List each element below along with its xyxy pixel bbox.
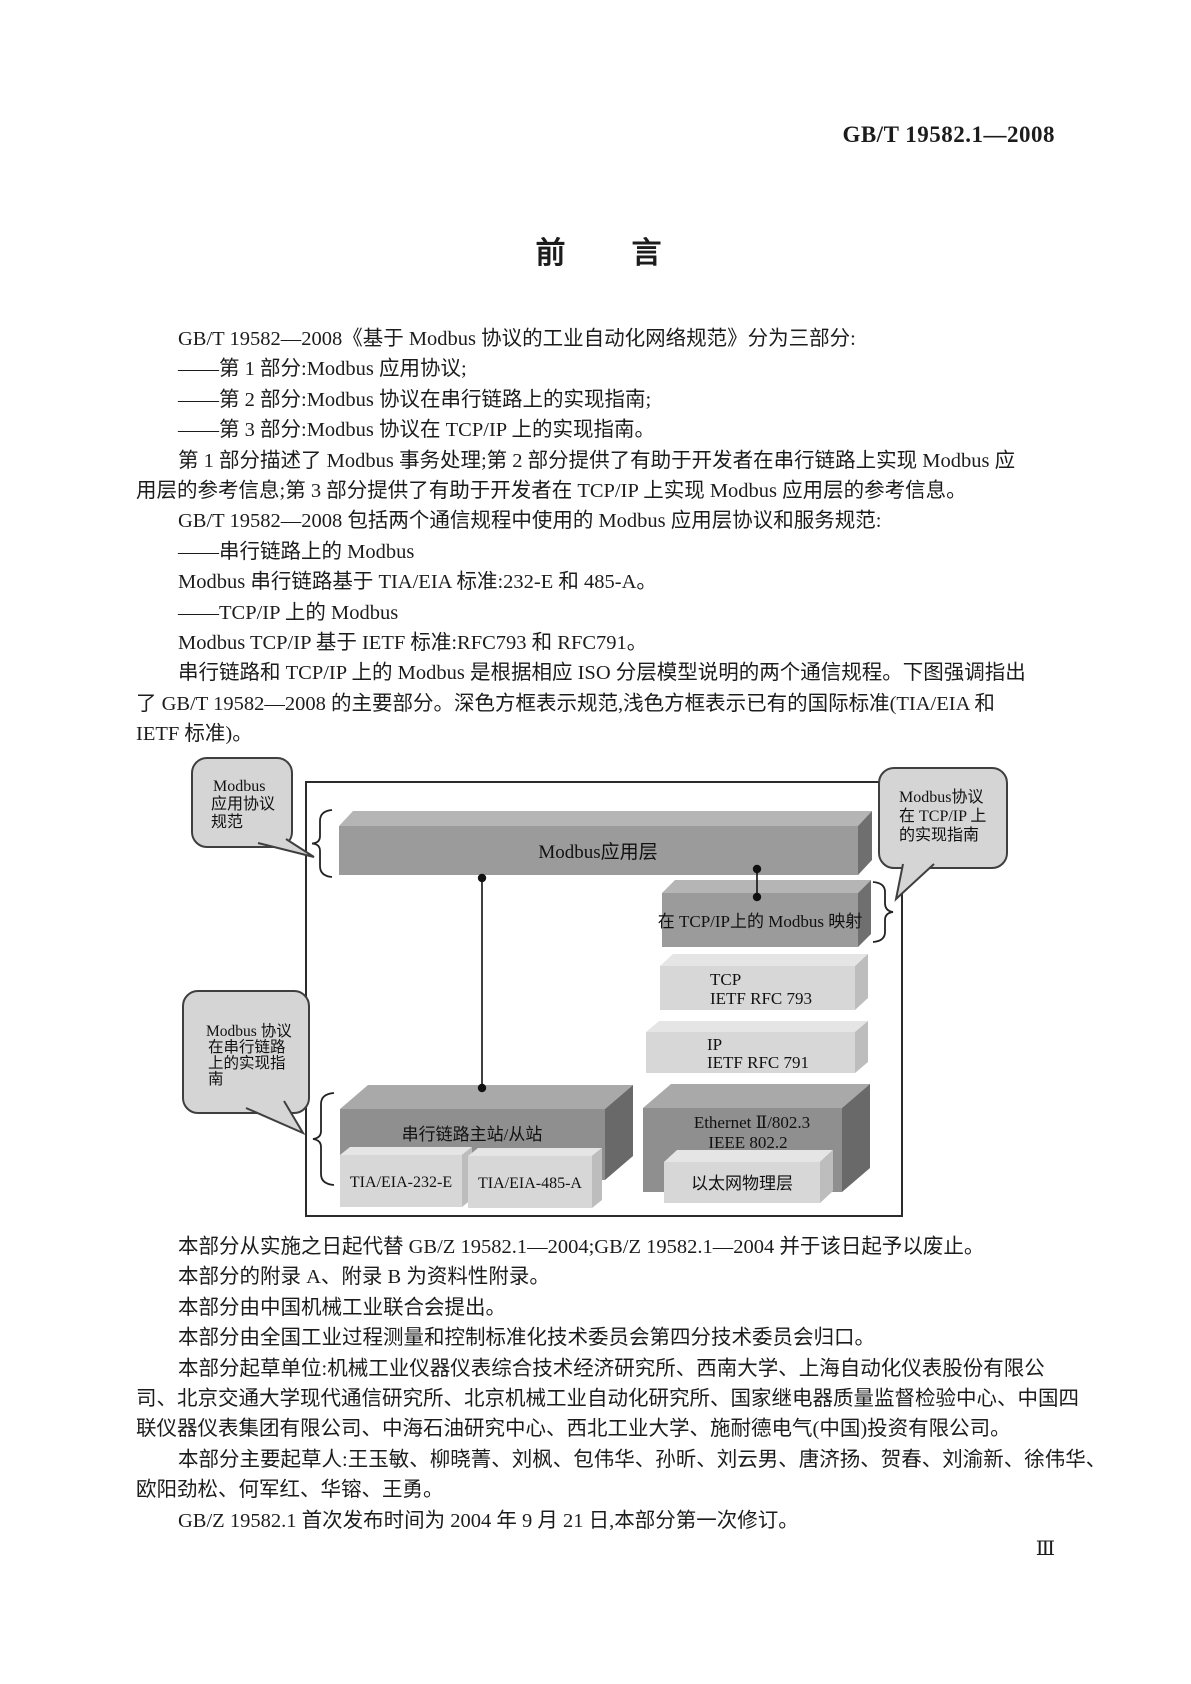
box-ip: IP IETF RFC 791 — [646, 1021, 868, 1073]
box-label: Modbus应用层 — [538, 841, 657, 863]
text-line: Modbus 串行链路基于 TIA/EIA 标准:232-E 和 485-A。 — [178, 571, 657, 594]
text-line: 第 1 部分描述了 Modbus 事务处理;第 2 部分提供了有助于开发者在串行… — [178, 449, 1016, 472]
callout-text: 的实现指南 — [899, 826, 979, 844]
box-label: Ethernet Ⅱ/802.3 — [694, 1113, 810, 1132]
callout-text: 上的实现指 — [208, 1054, 286, 1072]
text-line: 本部分主要起草人:王玉敏、柳晓菁、刘枫、包伟华、孙昕、刘云男、唐济扬、贺春、刘渝… — [178, 1448, 1107, 1471]
box-tia-485: TIA/EIA-485-A — [468, 1148, 602, 1208]
text-line: 本部分由中国机械工业联合会提出。 — [178, 1296, 506, 1319]
text-line: 用层的参考信息;第 3 部分提供了有助于开发者在 TCP/IP 上实现 Modb… — [136, 479, 967, 502]
callout-modbus-serial-guide: Modbus 协议 在串行链路 上的实现指 南 — [182, 990, 310, 1136]
brace-app-layer — [311, 809, 333, 878]
text-line: GB/T 19582—2008 包括两个通信规程中使用的 Modbus 应用层协… — [178, 510, 882, 533]
brace-tcp-mapping — [872, 881, 894, 943]
callout-tail — [894, 863, 935, 902]
connector-dot — [477, 873, 487, 883]
box-label: TCP — [710, 970, 741, 989]
text-line: ——第 1 部分:Modbus 应用协议; — [178, 358, 467, 381]
connector-dot — [752, 892, 762, 902]
text-line: 串行链路和 TCP/IP 上的 Modbus 是根据相应 ISO 分层模型说明的… — [178, 662, 1026, 685]
text-line: IETF 标准)。 — [136, 723, 253, 746]
box-label: IETF RFC 793 — [710, 989, 812, 1008]
callout-text: 规范 — [211, 813, 243, 831]
box-tcp: TCP IETF RFC 793 — [660, 954, 868, 1010]
box-label: IP — [707, 1035, 722, 1054]
text-line: 本部分的附录 A、附录 B 为资料性附录。 — [178, 1266, 550, 1289]
box-label: 串行链路主站/从站 — [402, 1125, 543, 1144]
callout-tail — [245, 1100, 306, 1136]
box-label: IETF RFC 791 — [707, 1053, 809, 1072]
box-label: IEEE 802.2 — [708, 1133, 787, 1152]
text-line: 本部分由全国工业过程测量和控制标准化技术委员会第四分技术委员会归口。 — [178, 1327, 875, 1350]
connector-dot — [752, 864, 762, 874]
text-line: ——第 2 部分:Modbus 协议在串行链路上的实现指南; — [178, 388, 652, 411]
box-tia-232: TIA/EIA-232-E — [340, 1147, 472, 1207]
closing-paragraphs: 本部分从实施之日起代替 GB/Z 19582.1—2004;GB/Z 19582… — [136, 1232, 1107, 1536]
text-line: 司、北京交通大学现代通信研究所、北京机械工业自动化研究所、国家继电器质量监督检验… — [136, 1387, 1079, 1410]
connector-app-to-serial — [477, 873, 487, 1093]
box-tcp-mapping: 在 TCP/IP上的 Modbus 映射 — [658, 880, 871, 947]
text-line: Modbus TCP/IP 基于 IETF 标准:RFC793 和 RFC791… — [178, 631, 648, 654]
text-line: 本部分起草单位:机械工业仪器仪表综合技术经济研究所、西南大学、上海自动化仪表股份… — [178, 1357, 1045, 1380]
box-label: TIA/EIA-232-E — [350, 1174, 452, 1191]
connector-app-to-mapping — [752, 864, 762, 902]
text-line: 欧阳劲松、何军红、华镕、王勇。 — [136, 1479, 444, 1502]
page-title: 前 言 — [535, 237, 664, 270]
text-line: ——串行链路上的 Modbus — [178, 540, 415, 563]
connector-dot — [477, 1083, 487, 1093]
brace-serial-link — [312, 1092, 335, 1186]
callout-text: Modbus 协议 — [206, 1022, 292, 1040]
box-ethernet-phy: 以太网物理层 — [664, 1150, 833, 1203]
callout-text: 南 — [208, 1070, 224, 1088]
text-line: 了 GB/T 19582—2008 的主要部分。深色方框表示规范,浅色方框表示已… — [136, 692, 995, 715]
callout-text: 在串行链路 — [208, 1038, 286, 1056]
text-line: 本部分从实施之日起代替 GB/Z 19582.1—2004;GB/Z 19582… — [178, 1236, 985, 1258]
standard-number: GB/T 19582.1—2008 — [842, 122, 1055, 147]
box-label: 以太网物理层 — [691, 1174, 793, 1193]
intro-paragraphs: GB/T 19582—2008《基于 Modbus 协议的工业自动化网络规范》分… — [136, 324, 1071, 749]
page-number: Ⅲ — [1035, 1538, 1055, 1560]
text-line: 联仪器仪表集团有限公司、中海石油研究中心、西北工业大学、施耐德电气(中国)投资有… — [136, 1418, 1011, 1441]
callout-modbus-app-spec: Modbus 应用协议 规范 — [191, 757, 315, 858]
callout-text: Modbus — [213, 778, 265, 795]
text-line: GB/Z 19582.1 首次发布时间为 2004 年 9 月 21 日,本部分… — [178, 1509, 799, 1532]
text-line: GB/T 19582—2008《基于 Modbus 协议的工业自动化网络规范》分… — [178, 328, 856, 350]
callout-text: 应用协议 — [211, 794, 275, 813]
callout-text: 在 TCP/IP 上 — [899, 807, 986, 825]
box-label: TIA/EIA-485-A — [478, 1175, 582, 1192]
callout-text: Modbus协议 — [899, 788, 983, 806]
text-line: ——第 3 部分:Modbus 协议在 TCP/IP 上的实现指南。 — [178, 419, 656, 442]
text-line: ——TCP/IP 上的 Modbus — [178, 601, 399, 624]
box-label: 在 TCP/IP上的 Modbus 映射 — [658, 912, 863, 931]
callout-modbus-tcpip-guide: Modbus协议 在 TCP/IP 上 的实现指南 — [878, 767, 1008, 902]
box-app-layer: Modbus应用层 — [339, 811, 872, 875]
callout-tail — [257, 838, 315, 858]
